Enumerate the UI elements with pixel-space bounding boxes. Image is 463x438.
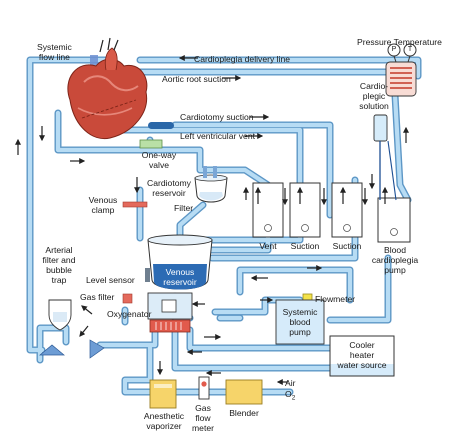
blood-cardioplegia-pump-text-1: Blood [384, 245, 406, 255]
venous-clamp-text-2: clamp [91, 205, 115, 215]
oxygenator-label: Oxygenator [107, 309, 152, 319]
systemic-blood-pump-text-2: blood [289, 317, 311, 327]
arterial-filter-text-3: bubble [46, 265, 72, 275]
blood-cardioplegia-pump-text-3: pump [384, 265, 406, 275]
blood-cardioplegia-pump-label: Blood cardioplegia pump [368, 245, 422, 275]
temperature-gauge-letter: T [407, 46, 413, 53]
arterial-filter-text-1: Arterial [45, 245, 73, 255]
level-sensor-label: Level sensor [86, 275, 135, 285]
o2-label: O2 [285, 389, 296, 402]
suction-label-2: Suction [332, 241, 362, 251]
blood-cardioplegia-pump-text-2: cardioplegia [371, 255, 419, 265]
pressure-temperature-label: Pressure Temperature [357, 37, 442, 47]
left-ventricular-vent-label: Left ventricular vent [180, 131, 255, 141]
one-way-valve-text-1: One-way [141, 150, 177, 160]
heart-illustration [67, 37, 148, 140]
anesthetic-vaporizer-label: Anesthetic vaporizer [134, 411, 194, 431]
cardiotomy-reservoir-text-2: reservoir [152, 188, 186, 198]
o2-subscript: 2 [291, 394, 296, 402]
cardiotomy-suction-label: Cardiotomy suction [180, 112, 254, 122]
systemic-flow-line-text-1: Systemic [37, 42, 72, 52]
filter-label: Filter [174, 203, 194, 213]
systemic-blood-pump-label: Systemic blood pump [276, 307, 324, 337]
arterial-filter-bubble-trap-label: Arterial filter and bubble trap [36, 245, 82, 285]
venous-reservoir-text-2: reservoir [163, 277, 197, 287]
systemic-flow-line-text-2: flow line [38, 52, 70, 62]
venous-clamp-text-1: Venous [88, 195, 118, 205]
cardiotomy-reservoir-text-1: Cardiotomy [147, 178, 191, 188]
suction-label-1: Suction [290, 241, 320, 251]
venous-clamp-label: Venous clamp [85, 195, 121, 215]
cardioplegia-delivery-line-label: Cardioplegia delivery line [194, 54, 291, 64]
cardioplegic-solution-text-1: Cardio- [359, 81, 389, 91]
vent-label: Vent [259, 241, 277, 251]
one-way-valve-text-2: valve [148, 160, 170, 170]
cooler-heater-text-3: water source [337, 360, 387, 370]
gas-filter-label: Gas filter [80, 292, 115, 302]
air-label: Air [285, 378, 296, 388]
flowmeter-label: Flowmeter [315, 294, 356, 304]
aortic-root-suction-label: Aortic root suction [162, 74, 231, 84]
gas-flow-meter-text-2: flow [195, 413, 211, 423]
cardioplegic-solution-text-3: solution [359, 101, 389, 111]
cardiotomy-reservoir-label: Cardiotomy reservoir [143, 178, 195, 198]
blender-label: Blender [229, 408, 259, 418]
arterial-filter-text-2: filter and [42, 255, 76, 265]
arterial-filter-text-4: trap [51, 275, 67, 285]
cooler-heater-text-2: heater [349, 350, 375, 360]
anesthetic-vaporizer-text-2: vaporizer [146, 421, 182, 431]
venous-reservoir-label: Venous reservoir [152, 267, 208, 287]
pressure-gauge-letter: P [391, 46, 397, 53]
o2-main-text: O [285, 389, 292, 399]
cardioplegic-solution-label: Cardio- plegic solution [354, 81, 394, 111]
venous-reservoir-text-1: Venous [165, 267, 195, 277]
gas-flow-meter-text-3: meter [192, 423, 214, 433]
one-way-valve-label: One-way valve [139, 150, 179, 170]
cooler-heater-text-1: Cooler [349, 340, 375, 350]
systemic-flow-line-label: Systemic flow line [37, 42, 72, 62]
systemic-blood-pump-text-1: Systemic [282, 307, 318, 317]
anesthetic-vaporizer-text-1: Anesthetic [143, 411, 185, 421]
cardioplegic-solution-text-2: plegic [362, 91, 386, 101]
systemic-blood-pump-text-3: pump [289, 327, 311, 337]
gas-flow-meter-label: Gas flow meter [188, 403, 218, 433]
cooler-heater-label: Cooler heater water source [330, 340, 394, 370]
gas-flow-meter-text-1: Gas [195, 403, 211, 413]
